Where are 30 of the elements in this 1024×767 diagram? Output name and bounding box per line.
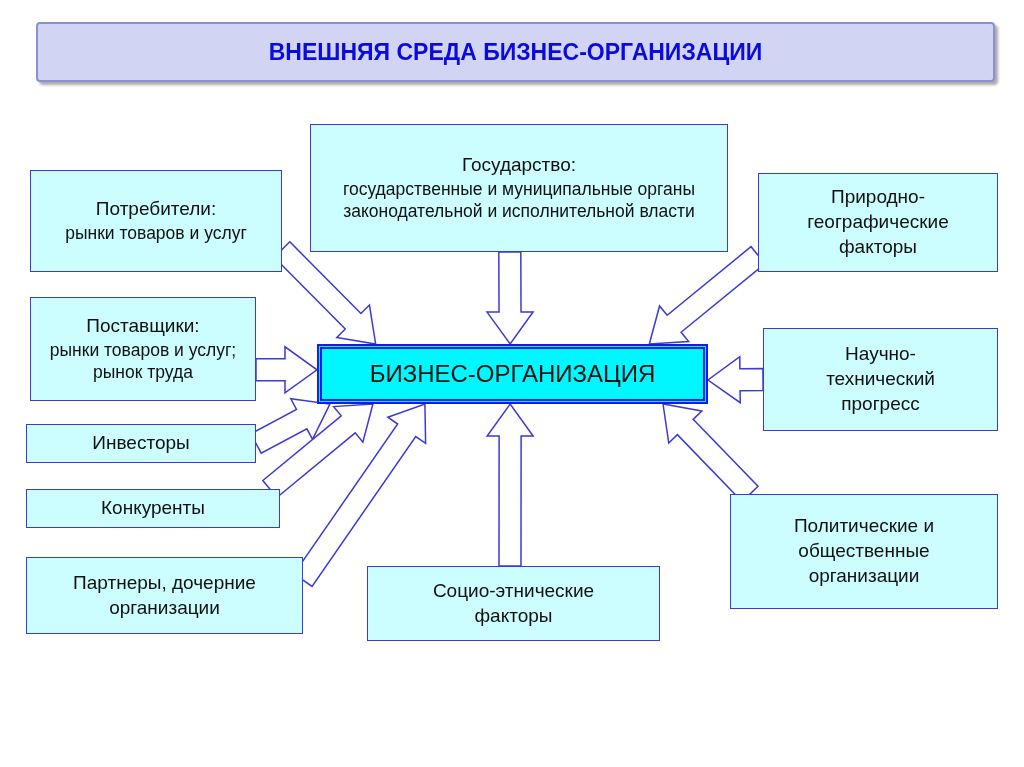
title-banner: ВНЕШНЯЯ СРЕДА БИЗНЕС-ОРГАНИЗАЦИИ xyxy=(36,22,995,82)
box-heading: Научно-технический прогресс xyxy=(825,342,936,416)
box-heading: Социо-этнические факторы xyxy=(431,578,596,628)
box-heading: Поставщики: xyxy=(86,313,200,338)
box-heading: Потребители: xyxy=(95,197,217,222)
central-box xyxy=(317,344,708,404)
factor-box xyxy=(763,328,998,431)
block-arrow xyxy=(706,355,764,405)
box-text: рынки товаров и услуг; рынок труда xyxy=(48,338,238,385)
box-heading: Инвесторы xyxy=(92,431,190,456)
block-arrow xyxy=(485,402,535,567)
box-heading: Природно-географические факторы xyxy=(806,185,950,259)
box-heading: Конкуренты xyxy=(101,496,205,521)
factor-box xyxy=(26,557,303,634)
block-arrow xyxy=(255,345,319,395)
factor-box xyxy=(310,124,728,252)
box-text: государственные и муниципальные органы законодательной и исполнительной власти xyxy=(341,177,697,224)
box-heading: Государство: xyxy=(461,152,577,177)
box-heading: БИЗНЕС-ОРГАНИЗАЦИЯ xyxy=(369,359,656,390)
factor-box xyxy=(30,297,256,401)
box-heading: Партнеры, дочерние организации xyxy=(72,570,257,620)
factor-box xyxy=(30,170,282,272)
factor-box xyxy=(26,489,280,528)
factor-box xyxy=(758,173,998,272)
factor-box xyxy=(730,494,998,609)
block-arrow xyxy=(485,251,535,346)
factor-box xyxy=(26,424,256,463)
factor-box xyxy=(367,566,660,641)
box-text: рынки товаров и услуг xyxy=(65,221,247,245)
box-heading: Политические и общественные организации xyxy=(792,514,936,588)
